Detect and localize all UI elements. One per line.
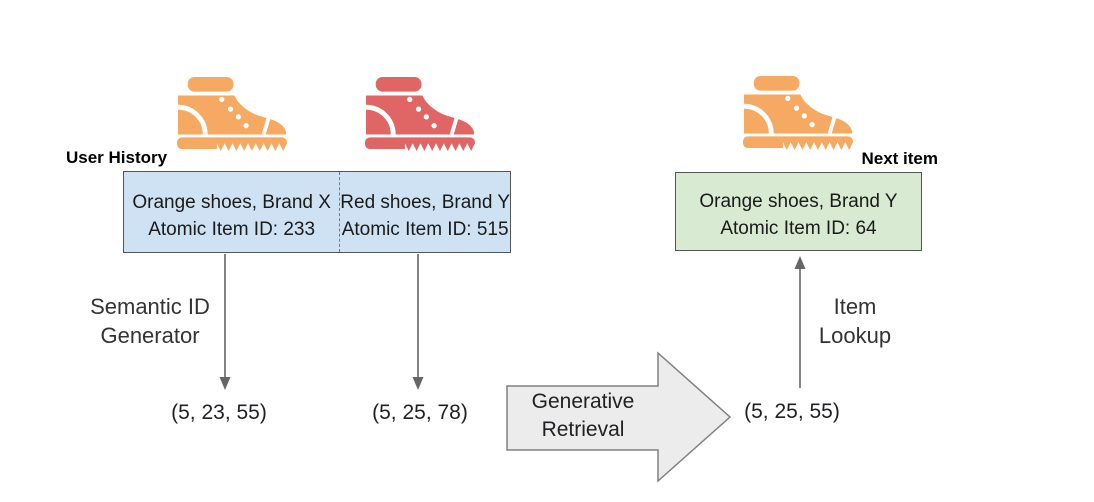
item-description: Orange shoes, Brand X — [132, 191, 331, 213]
orange-shoe-icon — [176, 77, 288, 151]
item-atomic-id: Atomic Item ID: 233 — [148, 218, 316, 240]
generative-retrieval-label: Generative Retrieval — [531, 390, 635, 441]
semantic-id-tuple: (5, 23, 55) — [171, 401, 267, 424]
semantic-id-tuple: (5, 25, 55) — [744, 400, 840, 423]
user-history-label: User History — [66, 148, 168, 167]
next-item-box: Orange shoes, Brand Y Atomic Item ID: 64 — [675, 172, 922, 251]
item-atomic-id: Atomic Item ID: 515 — [341, 218, 509, 240]
generative-retrieval-arrow-icon — [506, 351, 732, 483]
down-arrow-icon — [219, 254, 231, 390]
history-item-1: Orange shoes, Brand X Atomic Item ID: 23… — [124, 172, 339, 252]
item-atomic-id: Atomic Item ID: 64 — [720, 218, 877, 239]
item-lookup-label: Item Lookup — [818, 294, 892, 348]
orange-shoe-icon — [742, 76, 854, 150]
down-arrow-icon — [412, 254, 424, 390]
user-history-box: Orange shoes, Brand X Atomic Item ID: 23… — [123, 171, 511, 253]
semantic-id-tuple: (5, 25, 78) — [372, 401, 468, 424]
semantic-id-generator-label: Semantic ID Generator — [90, 294, 210, 348]
history-item-2: Red shoes, Brand Y Atomic Item ID: 515 — [339, 172, 510, 252]
red-shoe-icon — [364, 77, 476, 151]
item-description: Red shoes, Brand Y — [340, 191, 510, 213]
next-item-label: Next item — [861, 149, 938, 168]
item-description: Orange shoes, Brand Y — [699, 191, 898, 212]
up-arrow-icon — [794, 256, 806, 388]
